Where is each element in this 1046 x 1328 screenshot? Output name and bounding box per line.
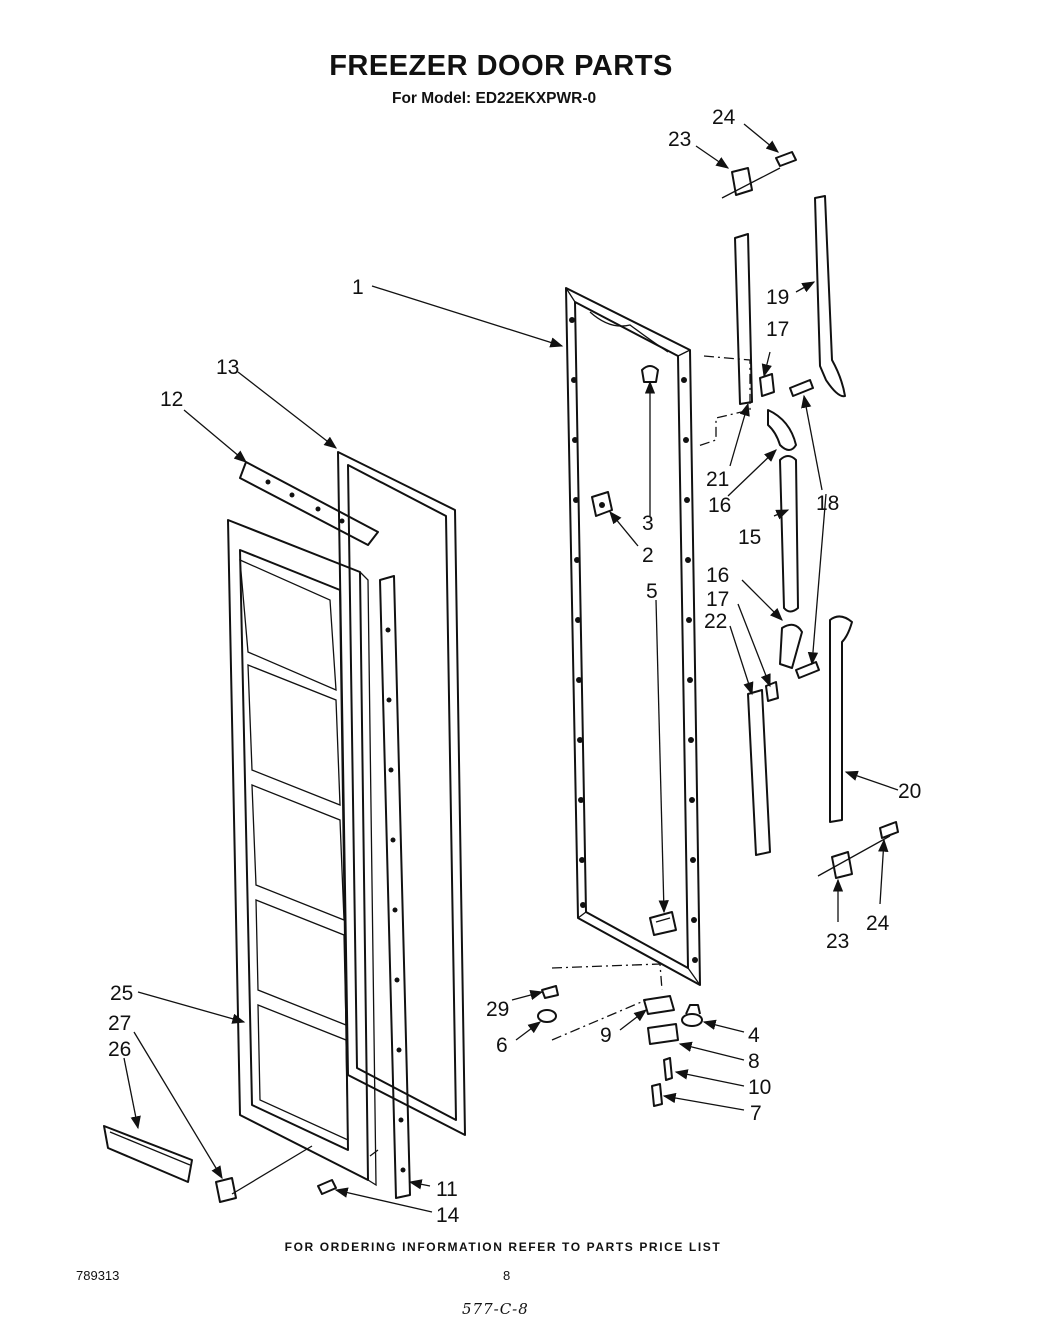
callout-26: 26	[108, 1038, 131, 1061]
callout-5: 5	[646, 580, 658, 603]
handle-tube	[779, 455, 799, 613]
callout-14: 14	[436, 1204, 460, 1227]
lower-handle-end-cap	[779, 623, 803, 669]
callout-4: 4	[748, 1024, 760, 1047]
hinge-bracket-9	[643, 995, 675, 1015]
callout-1: 1	[352, 276, 364, 299]
callout-17: 17	[766, 318, 789, 341]
panel-screw-holes	[569, 317, 698, 963]
callout-29: 29	[486, 998, 509, 1021]
callout-8: 8	[748, 1050, 760, 1073]
callout-7: 7	[750, 1102, 762, 1125]
callout-11: 11	[436, 1178, 458, 1201]
ordering-note: FOR ORDERING INFORMATION REFER TO PARTS …	[284, 1240, 722, 1254]
hinge-bushing-4	[681, 1004, 703, 1027]
callout-20: 20	[898, 780, 921, 803]
callout-16: 16	[708, 494, 731, 517]
hinge-screw-7	[651, 1083, 663, 1107]
plug-button-part	[591, 491, 613, 517]
callout-2: 2	[642, 544, 654, 567]
top-hinge-block	[731, 167, 753, 196]
callout-16: 16	[706, 564, 729, 587]
lower-handle-trim	[747, 689, 771, 856]
callout-15: 15	[738, 526, 761, 549]
top-hinge-screw	[775, 151, 797, 167]
bottom-hinge-screw	[879, 821, 899, 839]
page-number: 8	[503, 1268, 511, 1283]
inner-door-liner	[227, 519, 377, 1187]
top-breaker-strip	[239, 461, 379, 546]
hinge-screw-10	[663, 1057, 673, 1081]
door-shelf-bar-26	[103, 1125, 193, 1183]
callout-27: 27	[108, 1012, 131, 1035]
callout-24: 24	[712, 106, 736, 129]
page-title: FREEZER DOOR PARTS	[329, 50, 673, 82]
lower-handle-clip	[765, 681, 779, 702]
lower-handle-trim-strip	[829, 615, 853, 823]
callout-labels: 1 2 3 4 5 6 7 8 9 10 11 12 13 14 15 16 1…	[108, 106, 921, 1227]
callout-19: 19	[766, 286, 789, 309]
side-breaker-strip	[379, 575, 411, 1199]
hinge-bushing-bracket	[649, 911, 677, 936]
callout-3: 3	[642, 512, 654, 535]
callout-10: 10	[748, 1076, 771, 1099]
callout-12: 12	[160, 388, 183, 411]
callout-9: 9	[600, 1024, 612, 1047]
hinge-plate-8	[647, 1023, 679, 1045]
callout-22: 22	[704, 610, 727, 633]
screw-14	[317, 1179, 337, 1195]
upper-handle-trim-strip	[814, 195, 846, 398]
handwritten-note: 577-C-8	[462, 1300, 529, 1318]
callout-24: 24	[866, 912, 890, 935]
hinge-washer-29	[541, 985, 559, 999]
hinge-pin-6	[537, 1009, 557, 1023]
callout-17: 17	[706, 588, 729, 611]
door-gasket	[337, 451, 466, 1136]
callout-21: 21	[706, 468, 729, 491]
callout-6: 6	[496, 1034, 508, 1057]
document-number: 789313	[76, 1268, 120, 1283]
upper-handle-end-cap	[767, 409, 797, 451]
upper-handle-clip	[759, 373, 775, 397]
upper-handle-trim	[734, 233, 753, 405]
callout-23: 23	[668, 128, 691, 151]
outer-door-panel	[565, 287, 701, 986]
shelf-end-cap-27	[215, 1177, 237, 1203]
callout-23: 23	[826, 930, 849, 953]
callout-13: 13	[216, 356, 239, 379]
callout-25: 25	[110, 982, 133, 1005]
leader-lines	[123, 123, 899, 1213]
model-number: For Model: ED22EKXPWR-0	[392, 90, 597, 107]
bottom-hinge-block	[831, 851, 853, 879]
stop-plug-part	[641, 365, 659, 383]
callout-18: 18	[816, 492, 839, 515]
